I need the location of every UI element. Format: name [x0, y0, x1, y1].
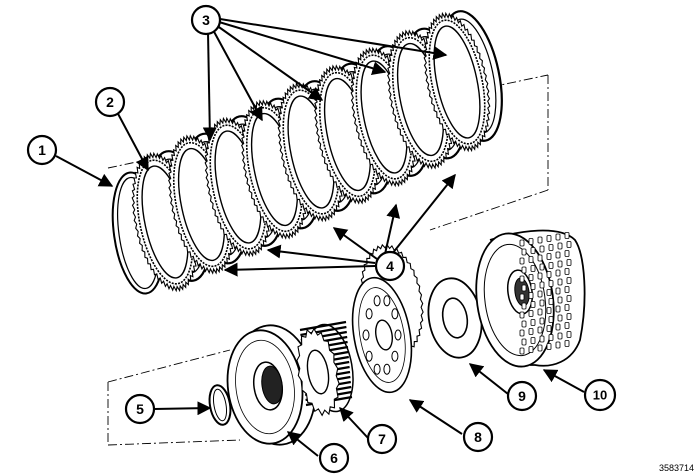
callout-10: 10	[583, 378, 617, 412]
svg-text:6: 6	[330, 450, 338, 466]
callout-5: 5	[124, 393, 156, 425]
callout-7: 7	[366, 423, 398, 455]
svg-text:4: 4	[386, 258, 394, 274]
callout-1: 1	[26, 134, 58, 166]
callout-8: 8	[462, 421, 494, 453]
svg-text:7: 7	[378, 431, 386, 447]
svg-text:1: 1	[38, 142, 46, 158]
thrust-washer-part	[427, 277, 483, 359]
svg-text:10: 10	[593, 388, 607, 403]
leader-lines	[55, 18, 585, 457]
figure-id: 3583714	[658, 463, 694, 473]
svg-text:2: 2	[106, 94, 114, 110]
callout-6: 6	[318, 442, 350, 474]
svg-text:8: 8	[474, 429, 482, 445]
callout-2: 2	[94, 86, 126, 118]
clutch-drum-part	[475, 229, 586, 368]
centerline-lower	[107, 349, 241, 446]
svg-text:5: 5	[136, 401, 144, 417]
clutch-disc-stack	[131, 10, 503, 293]
svg-text:3: 3	[202, 12, 210, 28]
callout-9: 9	[506, 380, 538, 412]
callout-4: 4	[374, 250, 406, 282]
svg-text:9: 9	[518, 388, 526, 404]
callout-3: 3	[190, 4, 222, 36]
thrust-plate-part	[226, 324, 317, 446]
sun-gear-part	[296, 320, 354, 417]
